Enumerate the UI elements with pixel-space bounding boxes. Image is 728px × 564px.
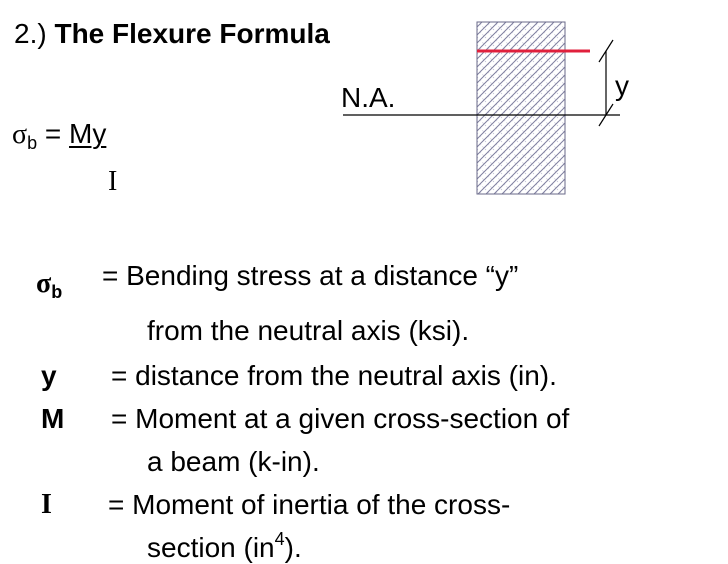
def-sigma-line1: = Bending stress at a distance “y” — [102, 260, 519, 291]
beam-cross-section-diagram — [343, 21, 620, 195]
def-y-symbol: y — [41, 360, 57, 391]
def-sigma-line2: from the neutral axis (ksi). — [147, 315, 470, 346]
def-i-line2: section (in4). — [147, 529, 302, 563]
dimension-tick-bottom — [598, 103, 614, 127]
formula-equals: = — [44, 118, 62, 149]
formula-denominator: I — [108, 166, 118, 197]
flexure-formula: σb = My — [12, 118, 107, 153]
heading-title: The Flexure Formula — [54, 18, 330, 49]
sigma-symbol: σ — [12, 119, 28, 150]
def-m-symbol: M — [41, 403, 65, 434]
y-dimension-label: y — [615, 70, 629, 101]
def-y-line1: = distance from the neutral axis (in). — [111, 360, 557, 391]
dimension-tick-top — [598, 39, 614, 63]
slide-heading: 2.) The Flexure Formula — [14, 18, 330, 50]
def-i-line1: = Moment of inertia of the cross- — [108, 489, 511, 520]
sigma-subscript: b — [27, 133, 38, 153]
def-i-symbol: I — [41, 489, 52, 520]
def-m-line2: a beam (k-in). — [147, 446, 320, 477]
neutral-axis-label: N.A. — [341, 82, 396, 113]
def-sigma-symbol: σb — [36, 268, 63, 302]
def-m-line1: = Moment at a given cross-section of — [111, 403, 570, 434]
formula-numerator: My — [69, 118, 107, 149]
heading-number: 2.) — [14, 18, 47, 49]
beam-section — [476, 21, 566, 195]
